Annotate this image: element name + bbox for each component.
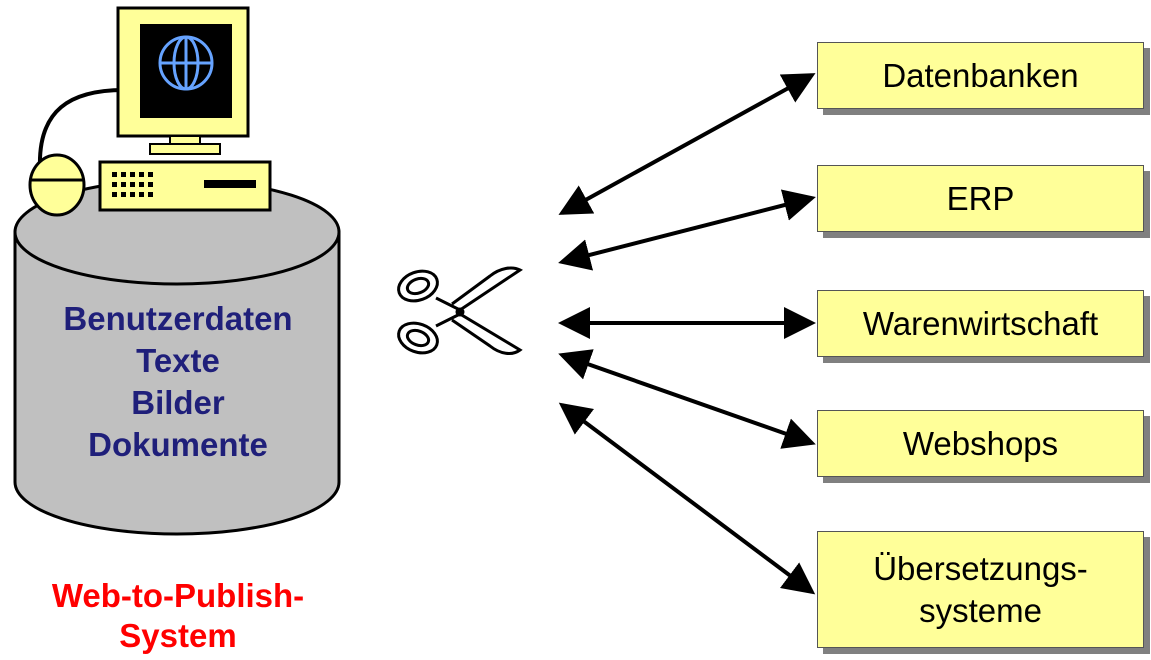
- target-label-uebersetzungs: Übersetzungs-: [873, 549, 1088, 587]
- target-box-warenwirtschaft: Warenwirtschaft: [817, 290, 1144, 357]
- mouse-cable-icon: [37, 88, 125, 169]
- target-label-erp: ERP: [946, 179, 1015, 217]
- target-label-warenwirtschaft: Warenwirtschaft: [862, 304, 1099, 342]
- db-line-bilder: Bilder: [131, 384, 225, 421]
- mouse-icon: [28, 153, 86, 217]
- scissors-icon: [397, 266, 523, 355]
- arrow-erp: [558, 189, 816, 271]
- database-content-list: Benutzerdaten Texte Bilder Dokumente: [18, 298, 338, 466]
- target-box-uebersetzungssysteme: Übersetzungs- systeme: [817, 531, 1144, 648]
- connection-arrows: [558, 73, 816, 595]
- target-label-webshops: Webshops: [902, 424, 1059, 462]
- target-label-datenbanken: Datenbanken: [882, 56, 1079, 94]
- computer-icon: [28, 6, 272, 217]
- db-line-texte: Texte: [136, 342, 220, 379]
- system-label: Web-to-Publish- System: [8, 576, 348, 656]
- arrow-webshops: [558, 349, 816, 449]
- arrow-datenbanken: [558, 73, 816, 215]
- db-line-benutzerdaten: Benutzerdaten: [63, 300, 293, 337]
- globe-icon: [158, 35, 214, 91]
- target-box-webshops: Webshops: [817, 410, 1144, 477]
- target-box-erp: ERP: [817, 165, 1144, 232]
- db-line-dokumente: Dokumente: [88, 426, 268, 463]
- arrow-uebersetzungssysteme: [558, 402, 816, 595]
- system-label-line-2: System: [119, 617, 237, 654]
- target-label-systeme: systeme: [919, 591, 1042, 629]
- system-label-line-1: Web-to-Publish-: [51, 577, 305, 614]
- target-box-datenbanken: Datenbanken: [817, 42, 1144, 109]
